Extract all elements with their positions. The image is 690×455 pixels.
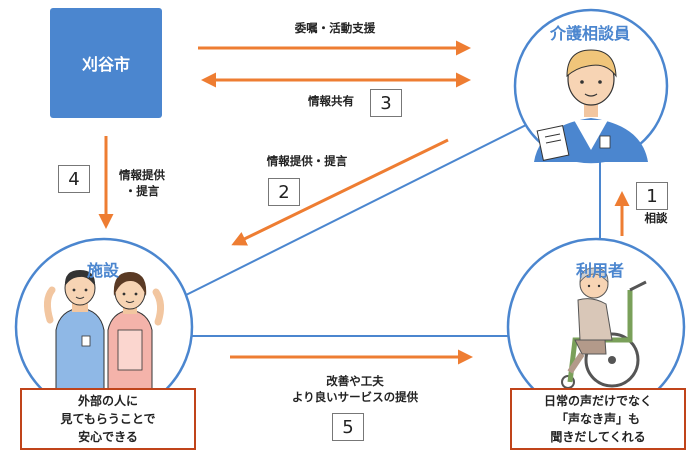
number-box-5: 5 [332,413,364,441]
improvement-label: 改善や工夫 より良いサービスの提供 [270,373,440,405]
info-share-label: 情報共有 [308,94,354,108]
facility-callout: 外部の人に 見てもらうことで 安心できる [20,388,196,450]
improvement-label-line1: 改善や工夫 [326,374,384,388]
user-callout: 日常の声だけでなく 「声なき声」も 聞きだしてくれる [510,388,686,450]
number-box-3: 3 [370,89,402,117]
counselor-info-label: 情報提供・提言 [266,154,348,168]
staff-icon [43,270,165,393]
city-info-label-line1: 情報提供 [119,168,165,182]
line-facility-counselor [183,117,541,297]
number-box-4: 4 [58,165,90,193]
counselor-title: 介護相談員 [549,24,630,43]
city-info-label-line2: ・提言 [124,184,160,198]
city-box: 刈谷市 [50,8,162,118]
counselor-icon [534,49,648,162]
city-label: 刈谷市 [81,55,130,74]
number-box-2: 2 [268,178,300,206]
user-callout-line3: 聞きだしてくれる [550,430,646,444]
consultation-label: 相談 [644,211,668,225]
user-callout-line1: 日常の声だけでなく [543,394,652,408]
facility-callout-line2: 見てもらうことで [60,412,156,426]
user-node [506,237,686,417]
wheelchair-user-icon [561,267,647,389]
counselor-node [513,8,669,164]
user-title: 利用者 [575,261,624,280]
user-callout-line2: 「声なき声」も [555,412,640,426]
commission-label: 委嘱・活動支援 [294,21,376,35]
arrow-counselor-to-facility [231,138,449,246]
city-info-label: 情報提供 ・提言 [112,167,172,199]
facility-callout-line3: 安心できる [78,430,138,444]
facility-callout-line1: 外部の人に [77,394,138,408]
improvement-label-line2: より良いサービスの提供 [291,390,419,404]
facility-title: 施設 [86,261,119,280]
number-box-1: 1 [636,182,668,210]
facility-node [14,237,194,417]
